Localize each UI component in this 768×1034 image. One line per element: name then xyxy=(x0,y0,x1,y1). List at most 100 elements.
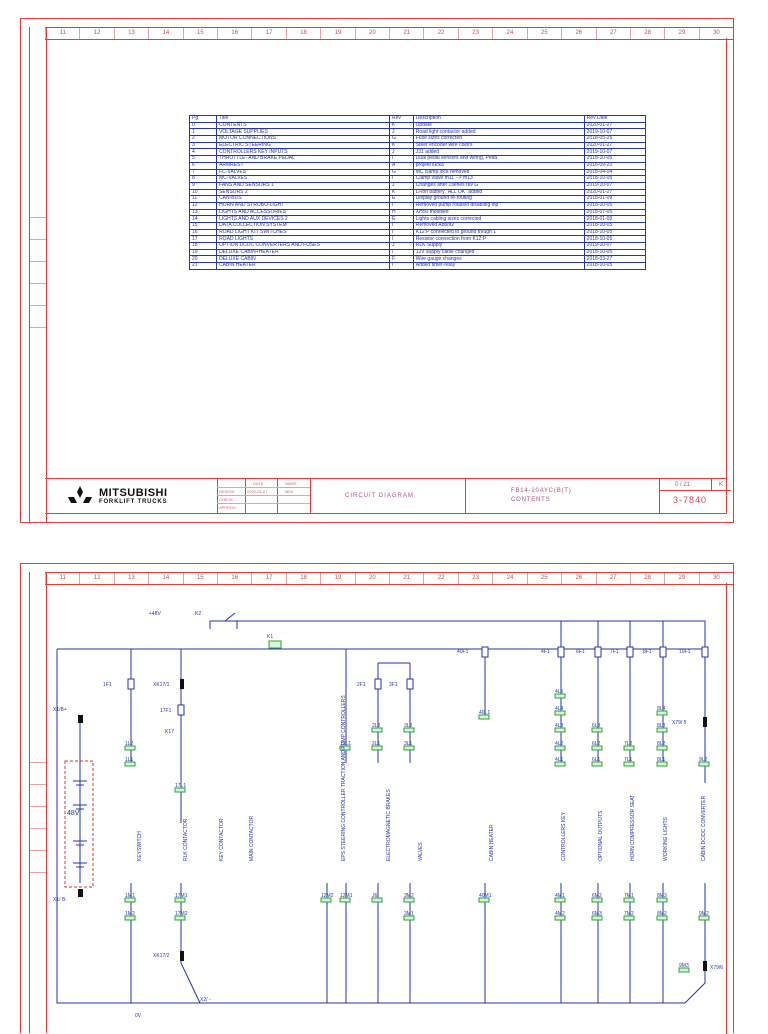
table-cell: 2018-10-05 xyxy=(583,248,647,257)
drawing-title: CIRCUIT DIAGRAM xyxy=(345,493,414,499)
table-cell: 2018-10-05 xyxy=(583,175,647,183)
table-cell: Fuse sizes corrected xyxy=(412,135,585,143)
terminal-label: 17M2 xyxy=(175,911,188,917)
column-number: 13 xyxy=(113,28,148,39)
fuse-2f1-label: 2F1 xyxy=(357,682,366,688)
fuse-4f1-label: 4F1 xyxy=(541,649,550,655)
table-cell: FANS AND SENSORS 1 xyxy=(216,181,390,190)
drawing-number: 3-7840 xyxy=(673,495,708,505)
table-cell: 13 xyxy=(188,208,218,217)
table-cell: CONTENTS xyxy=(216,121,390,130)
table-cell: 2018-05-25 xyxy=(583,135,647,143)
fuse-7f1-label: 7F1 xyxy=(610,649,619,655)
brand-subtitle: FORKLIFT TRUCKS xyxy=(99,499,168,505)
table-cell: Display ground re-routing xyxy=(412,195,585,203)
x1-plus-label: X1/B+ xyxy=(53,707,67,713)
table-cell: OPTION DCDC CONVERTERS AND FUSES xyxy=(216,242,390,250)
terminal-box xyxy=(591,727,603,733)
terminal-label: 40M1 xyxy=(479,893,492,899)
table-cell: Added timer-relay xyxy=(412,262,585,270)
table-cell: CABIN HEATER xyxy=(216,262,390,270)
table-cell: HORN AND STROBO-LIGHT xyxy=(216,201,390,210)
table-cell: 10 xyxy=(188,188,218,197)
table-cell: CAN-BUS xyxy=(216,195,390,203)
table-cell: 5 xyxy=(188,155,218,163)
table-cell: I xyxy=(388,155,414,163)
column-number: 24 xyxy=(492,573,526,584)
terminal-box xyxy=(554,897,566,903)
terminal-label: 1M1 xyxy=(125,893,135,899)
relay-k2-label: K2 xyxy=(195,611,201,617)
three-diamonds-icon xyxy=(68,486,92,503)
mitsubishi-logo: MITSUBISHI FORKLIFT TRUCKS xyxy=(65,486,225,508)
table-cell: 2018-07-05 xyxy=(583,208,647,217)
table-cell: SENSORS 2 xyxy=(216,188,390,197)
terminal-box xyxy=(678,967,690,973)
terminal-box xyxy=(174,915,186,921)
table-cell: 0 xyxy=(188,121,218,130)
terminal-label: 1L2 xyxy=(125,741,134,747)
fuse-8f1-label: 8F1 xyxy=(643,649,652,655)
table-cell: 2018-10-05 xyxy=(583,235,647,244)
table-cell: 2018-01-09 xyxy=(583,195,647,203)
terminal-box xyxy=(554,693,566,699)
terminal-label: 8L4 xyxy=(657,706,666,712)
terminal-box xyxy=(623,761,635,767)
terminal-label: 17L1 xyxy=(175,783,186,789)
table-cell: I xyxy=(388,222,414,230)
column-number: 23 xyxy=(457,28,492,39)
column-number: 14 xyxy=(148,28,182,39)
column-number: 16 xyxy=(217,28,251,39)
date-label: DATE xyxy=(253,481,264,486)
terminal-box xyxy=(656,897,668,903)
check-label: CHECK xyxy=(219,497,234,502)
model-title: FB14-20AYC(B(T) CONTENTS xyxy=(511,487,572,505)
table-cell: ELECTRIC STEERING xyxy=(216,141,390,150)
table-cell: ARMREST xyxy=(216,161,390,170)
table-cell: Update xyxy=(412,121,585,130)
terminal-label: 12M1 xyxy=(340,893,353,899)
left-margin-strip-2 xyxy=(29,572,47,1033)
terminal-label: 17M1 xyxy=(175,893,188,899)
approve-label: APPROV xyxy=(219,505,236,510)
table-cell: 2018-10-05 xyxy=(583,201,647,210)
table-cell: 2016-09-20 xyxy=(583,161,647,170)
battery-box xyxy=(64,760,94,888)
table-cell: I xyxy=(388,235,414,244)
column-header: Description xyxy=(412,115,585,123)
terminal-box xyxy=(320,897,332,903)
terminal-label: 9M3 xyxy=(679,963,689,969)
column-number: 16 xyxy=(217,573,251,584)
table-cell: projekt lucka xyxy=(412,161,585,170)
column-number: 17 xyxy=(251,28,285,39)
terminal-box xyxy=(124,915,136,921)
column-number: 19 xyxy=(320,573,354,584)
column-number: 29 xyxy=(664,28,698,39)
table-cell: G xyxy=(388,135,414,143)
table-cell: I xyxy=(388,228,414,237)
table-cell: CONTROLLERS KEY INPUTS xyxy=(216,148,390,157)
terminal-label: 4L1 xyxy=(555,757,564,763)
